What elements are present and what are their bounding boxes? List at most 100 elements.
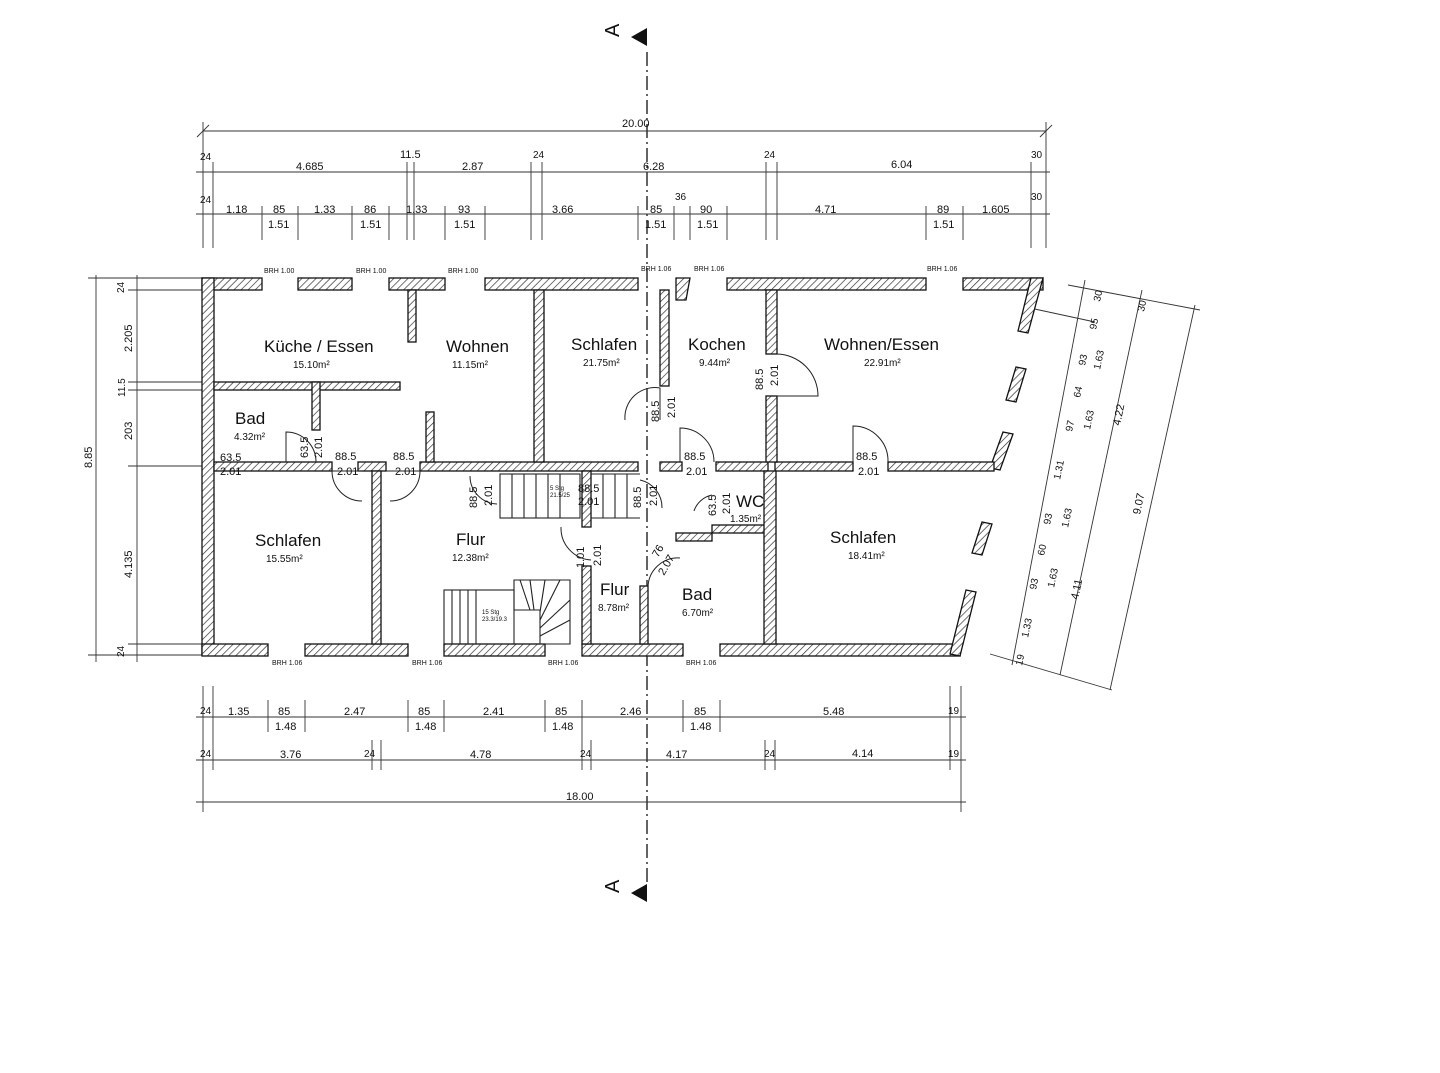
- dim-top-r3-10: 90: [700, 204, 712, 216]
- dim-right-total: 9.07: [1131, 492, 1147, 515]
- dim-top-r3-13: 1.605: [982, 204, 1010, 216]
- door-label: 2.01: [337, 466, 358, 478]
- dim-top-r3-5: 1.33: [406, 204, 427, 216]
- dim-bot-r1-2: 85: [278, 706, 290, 718]
- room-flur-main-area: 12.38m²: [452, 553, 489, 564]
- dim-top-opening-5: 1.51: [933, 219, 954, 231]
- dim-bot-r2-4: 24: [580, 749, 592, 760]
- room-bad-right-name: Bad: [682, 585, 712, 604]
- dim-top-r3-6: 93: [458, 204, 470, 216]
- room-kueche-essen-area: 15.10m²: [293, 360, 330, 371]
- dim-top-opening-1: 1.51: [360, 219, 381, 231]
- dim-bot-r1-10: 19: [948, 706, 960, 717]
- brh-note: BRH 1.06: [694, 266, 724, 273]
- brh-note: BRH 1.00: [356, 268, 386, 275]
- room-flur-small-name: Flur: [600, 580, 630, 599]
- dim-bot-r2-7: 4.14: [852, 748, 873, 760]
- dim-left-1: 2.205: [123, 324, 135, 352]
- door-label: 88.5: [393, 451, 414, 463]
- dim-right-o3: 64: [1072, 385, 1085, 399]
- dim-top-r3-2: 85: [273, 204, 285, 216]
- dim-right-o8: 93: [1028, 577, 1041, 591]
- brh-note: BRH 1.06: [412, 660, 442, 667]
- room-schlafen-left-name: Schlafen: [255, 531, 321, 550]
- room-schlafen-left-area: 15.55m²: [266, 554, 303, 565]
- brh-note: BRH 1.06: [548, 660, 578, 667]
- door-label: 2.01: [769, 365, 781, 386]
- dim-top-r2-1: 4.685: [296, 161, 324, 173]
- dim-bot-opening-1: 1.48: [415, 721, 436, 733]
- dim-top-r3-1: 1.18: [226, 204, 247, 216]
- dimension-chain-bottom: 24 1.35 85 2.47 85 2.41 85 2.46 85 5.48 …: [196, 686, 966, 812]
- door-label: 2.01: [483, 485, 495, 506]
- dim-bot-r1-6: 85: [555, 706, 567, 718]
- dim-left-0: 24: [116, 281, 127, 293]
- room-kochen-area: 9.44m²: [699, 358, 731, 369]
- room-flur-main-name: Flur: [456, 530, 486, 549]
- door-label: 88.5: [684, 451, 705, 463]
- dim-bot-r2-0: 24: [200, 749, 212, 760]
- dim-right-o9: 1.33: [1020, 617, 1035, 639]
- section-arrow-bottom: [631, 884, 647, 902]
- dimension-chain-left: 8.85 24 2.205 11.5 203 4.135 24: [83, 275, 205, 662]
- dim-top-r3-7: 3.66: [552, 204, 573, 216]
- dim-top-opening-0: 1.51: [268, 219, 289, 231]
- dim-top-r3-4: 86: [364, 204, 376, 216]
- section-label-bottom: A: [602, 879, 624, 893]
- door-label: 2.01: [395, 466, 416, 478]
- room-labels: Küche / Essen 15.10m² Wohnen 11.15m² Sch…: [234, 335, 939, 619]
- door-label: 2.01: [220, 466, 241, 478]
- dim-top-r3-12: 89: [937, 204, 949, 216]
- section-label-top: A: [602, 23, 624, 37]
- brh-note: BRH 1.00: [264, 268, 294, 275]
- dim-top-total: 20.00: [622, 118, 650, 130]
- walls: [201, 277, 1044, 657]
- dim-bot-r2-3: 4.78: [470, 749, 491, 761]
- section-line-a: A A: [602, 23, 648, 902]
- door-label: 63.5: [299, 437, 311, 458]
- dim-top-r3-8: 85: [650, 204, 662, 216]
- door-swings: [285, 353, 889, 589]
- dim-right-o7: 60: [1036, 543, 1049, 557]
- dim-bot-total: 18.00: [566, 791, 594, 803]
- door-label: 88.5: [856, 451, 877, 463]
- room-wohnen-essen-name: Wohnen/Essen: [824, 335, 939, 354]
- dim-left-3: 203: [123, 422, 135, 440]
- dimension-chain-right: 9.07 4.22 4.11 30 95 93 64 97 1.31 93 60…: [989, 279, 1201, 691]
- door-label: 88.5: [754, 369, 766, 390]
- dim-bot-r2-8: 19: [948, 749, 960, 760]
- room-schlafen-right-area: 18.41m²: [848, 551, 885, 562]
- dim-top-opening-4: 1.51: [697, 219, 718, 231]
- dim-bot-r2-1: 3.76: [280, 749, 301, 761]
- dim-top-r2-7: 6.04: [891, 159, 912, 171]
- dim-bot-r2-6: 24: [764, 749, 776, 760]
- dim-right-i0: 1.63: [1092, 349, 1107, 371]
- door-label: 2.01: [648, 485, 660, 506]
- dim-left-total: 8.85: [83, 447, 95, 468]
- dim-top-r2-5: 6.28: [643, 161, 664, 173]
- brh-note: BRH 1.06: [641, 266, 671, 273]
- room-kueche-essen-name: Küche / Essen: [264, 337, 374, 356]
- dim-bot-r1-1: 1.35: [228, 706, 249, 718]
- door-label: 88.5: [632, 487, 644, 508]
- dim-left-5: 24: [116, 645, 127, 657]
- dim-bot-r1-4: 85: [418, 706, 430, 718]
- dim-bot-r1-0: 24: [200, 706, 212, 717]
- dim-top-r2-4: 24: [533, 150, 545, 161]
- dim-left-2: 11.5: [117, 378, 128, 397]
- door-label: 2.01: [592, 545, 604, 566]
- dim-top-r3-11: 4.71: [815, 204, 836, 216]
- brh-note: BRH 1.06: [272, 660, 302, 667]
- door-label: 63.5: [220, 452, 241, 464]
- dim-top-opening-3: 1.51: [645, 219, 666, 231]
- room-kochen-name: Kochen: [688, 335, 746, 354]
- brh-note: BRH 1.00: [448, 268, 478, 275]
- dim-right-o0: 30: [1092, 289, 1105, 303]
- room-bad-left-name: Bad: [235, 409, 265, 428]
- dim-right-o1: 95: [1088, 317, 1101, 331]
- room-schlafen-right-name: Schlafen: [830, 528, 896, 547]
